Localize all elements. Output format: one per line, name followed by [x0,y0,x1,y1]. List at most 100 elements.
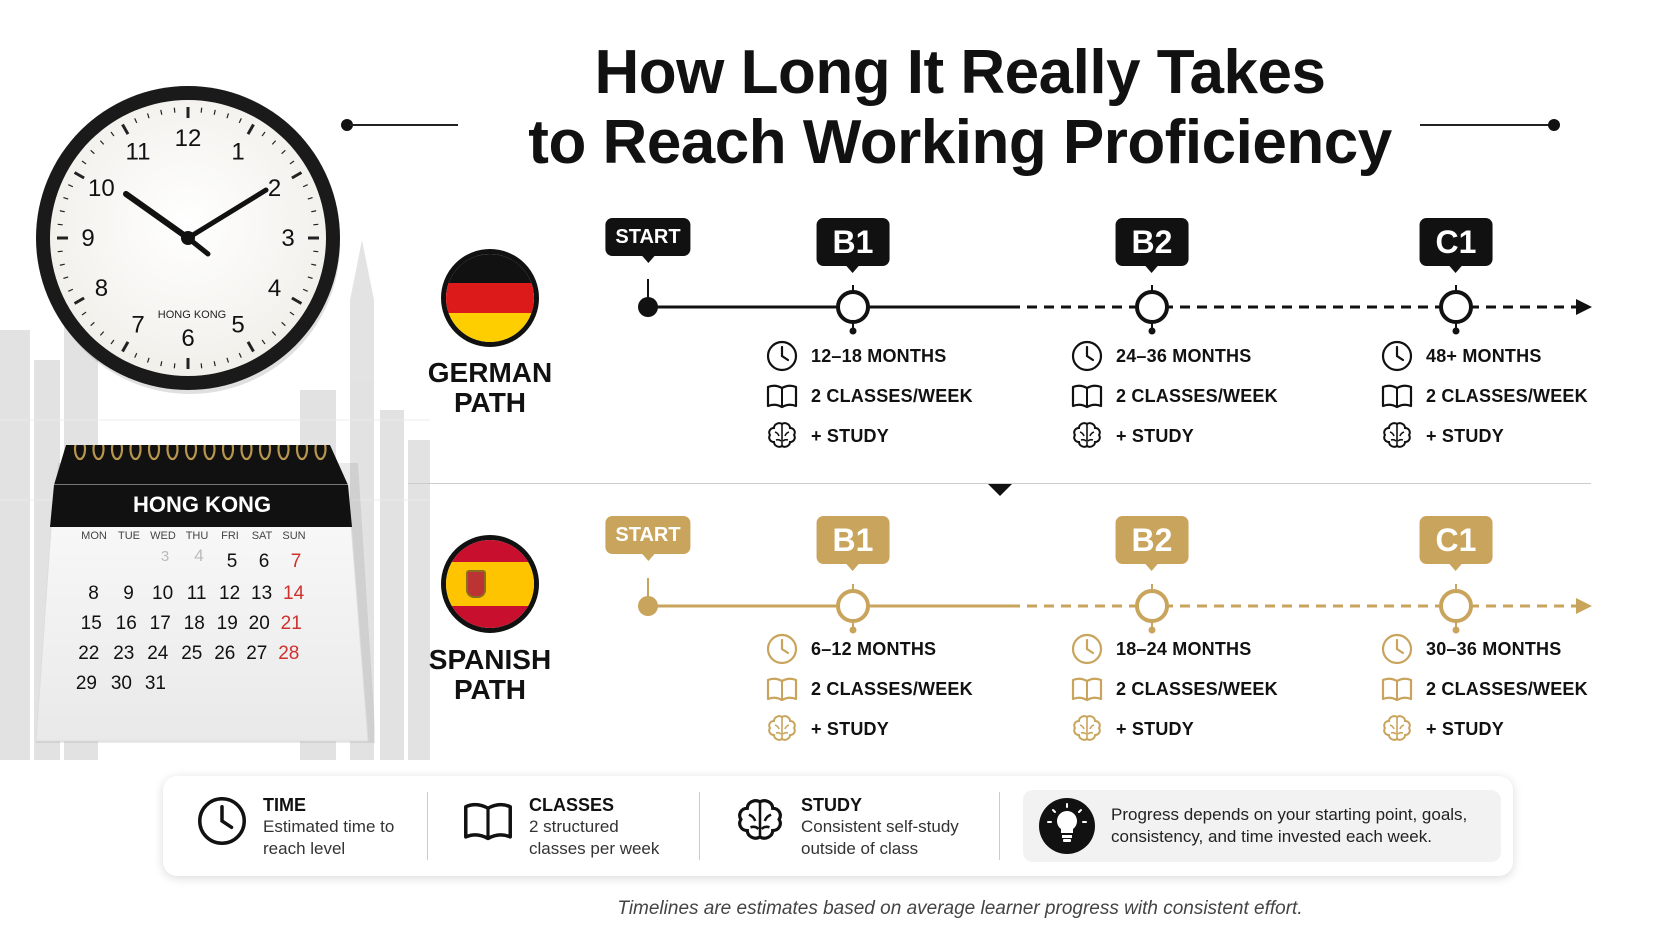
book-icon [464,802,512,841]
calendar-day: 15 [81,613,102,634]
legend-time-head: TIME [263,795,306,815]
stat-classes: 2 CLASSES/WEEK [1380,376,1650,416]
calendar-day: 26 [214,643,235,664]
brain-icon [768,422,796,448]
calendar-day: 11 [187,583,207,604]
german-b2-badge: B2 [1115,218,1189,273]
brain-icon [738,799,782,840]
title-rule-right [1420,124,1552,126]
stat-classes-text: 2 CLASSES/WEEK [1426,678,1588,699]
legend-study-desc: Consistent self-study outside of class [801,817,959,858]
title-rule-left-dot [341,119,353,131]
calendar-day: 16 [116,613,137,634]
spanish-path-label-line2: PATH [453,674,527,705]
spanish-b2-stats: 18–24 MONTHS 2 CLASSES/WEEK + STUDY [1070,629,1340,749]
clock-brand-label: HONG KONG [158,309,226,321]
stat-classes-text: 2 CLASSES/WEEK [811,678,973,699]
stat-classes: 2 CLASSES/WEEK [1070,376,1340,416]
stat-time-text: 18–24 MONTHS [1116,638,1252,659]
stat-time: 30–36 MONTHS [1380,629,1650,669]
stat-time-text: 12–18 MONTHS [811,345,947,366]
calendar-day: 13 [251,583,272,604]
stat-time: 24–36 MONTHS [1070,336,1340,376]
stat-study: + STUDY [765,416,1035,456]
stat-study-text: + STUDY [811,718,889,739]
brain-icon [1073,715,1101,741]
calendar-day: 19 [217,613,238,634]
calendar-day: 28 [278,643,299,664]
stat-study: + STUDY [1380,416,1650,456]
stat-study: + STUDY [1070,709,1340,749]
stat-classes: 2 CLASSES/WEEK [765,669,1035,709]
german-flag [441,249,539,347]
legend-study-head: STUDY [801,795,863,815]
clock-number: 2 [268,175,281,202]
divider-arrow-icon [988,484,1012,496]
clock-number: 8 [95,275,108,302]
brain-icon [1383,715,1411,741]
clock-icon [1381,340,1413,372]
legend-note-text: Progress depends on your starting point,… [1111,805,1468,846]
calendar-day: 9 [123,583,134,604]
clock-number: 5 [231,312,244,339]
book-icon [766,384,798,409]
legend-classes-head: CLASSES [529,795,615,815]
stat-time: 48+ MONTHS [1380,336,1650,376]
stat-time-text: 24–36 MONTHS [1116,345,1252,366]
calendar-day: 27 [246,643,267,664]
clock-icon [766,633,798,665]
german-start-badge: START [605,218,691,263]
clock-number: 10 [88,175,115,202]
stat-time-text: 30–36 MONTHS [1426,638,1562,659]
german-b2-stats: 24–36 MONTHS 2 CLASSES/WEEK + STUDY [1070,336,1340,456]
calendar-day: 29 [76,673,97,694]
legend-panel: TIME Estimated time to reach level CLASS… [163,776,1513,876]
calendar-day: 18 [184,613,205,634]
title-rule-right-dot [1548,119,1560,131]
calendar-day: 8 [88,583,99,604]
calendar-day: 12 [219,583,240,604]
lightbulb-icon [1039,798,1095,854]
stat-classes: 2 CLASSES/WEEK [1380,669,1650,709]
spanish-coat-of-arms-icon [466,570,486,598]
legend-separator [427,792,428,860]
clock-number: 7 [131,312,144,339]
calendar-weekday: FRI [221,530,239,542]
stat-time-text: 48+ MONTHS [1426,345,1542,366]
calendar-title: HONG KONG [133,492,271,517]
calendar-faded-day: 3 [161,548,169,565]
stat-study-text: + STUDY [1116,718,1194,739]
clock-number: 6 [181,325,194,352]
german-c1-badge: C1 [1419,218,1493,273]
calendar-day: 17 [150,613,171,634]
clock-icon [766,340,798,372]
clock-icon [1071,633,1103,665]
calendar-weekday: WED [150,530,176,542]
spanish-c1-stats: 30–36 MONTHS 2 CLASSES/WEEK + STUDY [1380,629,1650,749]
spanish-b2-badge: B2 [1115,516,1189,571]
clock-number: 11 [126,138,151,165]
clock-icon [198,797,246,845]
spanish-start-badge: START [605,516,691,561]
legend-time-desc: Estimated time to reach level [263,817,395,858]
spanish-path-label: SPANISH PATH [395,645,585,705]
stat-classes-text: 2 CLASSES/WEEK [1116,385,1278,406]
stat-study-text: + STUDY [1426,425,1504,446]
book-icon [1381,384,1413,409]
stat-time-text: 6–12 MONTHS [811,638,937,659]
clock-number: 3 [281,225,294,252]
footnote: Timelines are estimates based on average… [617,898,1303,919]
calendar-day: 22 [78,643,99,664]
stat-classes: 2 CLASSES/WEEK [1070,669,1340,709]
german-path-label-line2: PATH [453,387,527,418]
calendar-day: 5 [227,551,238,572]
paths-divider [408,483,1591,484]
calendar-day: 24 [147,643,169,664]
brain-icon [1073,422,1101,448]
german-path-label-line1: GERMAN [427,357,553,388]
book-icon [1071,677,1103,702]
book-icon [1071,384,1103,409]
